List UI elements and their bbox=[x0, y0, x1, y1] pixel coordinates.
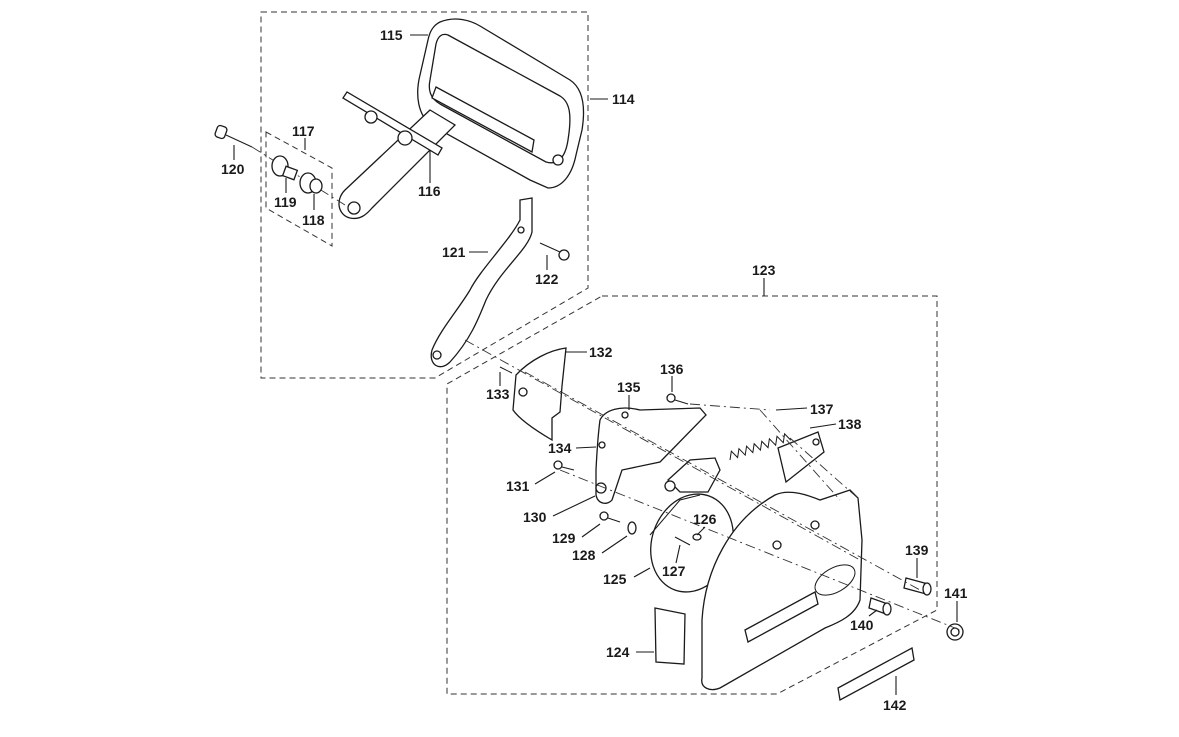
screw-129-part bbox=[599, 511, 621, 523]
group-117-boundary bbox=[265, 131, 333, 247]
brake-band-125-part bbox=[649, 493, 734, 593]
assembly-centre-lines bbox=[464, 339, 961, 631]
screw-136-part bbox=[666, 393, 689, 405]
part-label-134[interactable]: 134 bbox=[548, 440, 572, 456]
screw-120-part bbox=[214, 124, 346, 206]
nut-141-part bbox=[946, 623, 964, 641]
clip-135-part bbox=[621, 411, 629, 419]
clutch-cover-part bbox=[701, 489, 863, 691]
part-label-127[interactable]: 127 bbox=[662, 563, 686, 579]
plate-138-part bbox=[777, 431, 825, 484]
part-label-142[interactable]: 142 bbox=[883, 697, 907, 713]
part-label-131[interactable]: 131 bbox=[506, 478, 530, 494]
part-label-141[interactable]: 141 bbox=[944, 585, 968, 601]
part-labels: 114 115 116 117 118 119 120 121 122 123 … bbox=[221, 27, 968, 713]
screw-127-part bbox=[674, 536, 691, 546]
part-label-130[interactable]: 130 bbox=[523, 509, 547, 525]
screw-122-part bbox=[539, 242, 570, 261]
part-label-126[interactable]: 126 bbox=[693, 511, 717, 527]
leader-lines bbox=[233, 34, 958, 695]
screw-131-part bbox=[553, 460, 575, 471]
part-label-118[interactable]: 118 bbox=[302, 212, 325, 228]
part-label-115[interactable]: 115 bbox=[380, 27, 403, 43]
pin-126-part bbox=[692, 533, 702, 541]
bushing-119-part bbox=[271, 155, 299, 181]
part-label-138[interactable]: 138 bbox=[838, 416, 862, 432]
part-label-132[interactable]: 132 bbox=[589, 344, 613, 360]
bracket-121-part bbox=[430, 197, 533, 368]
spring-137-part bbox=[729, 432, 792, 461]
part-label-129[interactable]: 129 bbox=[552, 530, 576, 546]
part-label-124[interactable]: 124 bbox=[606, 644, 630, 660]
part-label-122[interactable]: 122 bbox=[535, 271, 559, 287]
front-handle-part bbox=[338, 18, 585, 220]
brake-linkage-part bbox=[664, 457, 721, 493]
screw-133-part bbox=[499, 366, 513, 374]
buffer-118-part bbox=[299, 172, 323, 194]
washer-128-part bbox=[627, 521, 637, 535]
part-label-114[interactable]: 114 bbox=[612, 91, 635, 107]
clip-134-part bbox=[598, 441, 606, 449]
part-label-128[interactable]: 128 bbox=[572, 547, 596, 563]
part-label-125[interactable]: 125 bbox=[603, 571, 627, 587]
part-label-135[interactable]: 135 bbox=[617, 379, 641, 395]
plate-124-part bbox=[654, 607, 686, 665]
part-label-116[interactable]: 116 bbox=[418, 183, 441, 199]
part-label-123[interactable]: 123 bbox=[752, 262, 776, 278]
part-label-140[interactable]: 140 bbox=[850, 617, 874, 633]
part-label-133[interactable]: 133 bbox=[486, 386, 510, 402]
part-label-137[interactable]: 137 bbox=[810, 401, 834, 417]
part-label-120[interactable]: 120 bbox=[221, 161, 245, 177]
part-label-119[interactable]: 119 bbox=[274, 194, 297, 210]
sleeve-139-part bbox=[903, 577, 932, 596]
part-label-136[interactable]: 136 bbox=[660, 361, 684, 377]
group-123-boundary bbox=[446, 295, 938, 695]
group-114-boundary bbox=[260, 11, 589, 379]
pin-140-part bbox=[868, 597, 892, 616]
handle-plate-part bbox=[342, 91, 443, 156]
part-label-139[interactable]: 139 bbox=[905, 542, 929, 558]
guard-plate-132-part bbox=[512, 347, 567, 442]
part-label-117[interactable]: 117 bbox=[292, 123, 315, 139]
label-strip-142-part bbox=[837, 646, 915, 702]
part-label-121[interactable]: 121 bbox=[442, 244, 466, 260]
